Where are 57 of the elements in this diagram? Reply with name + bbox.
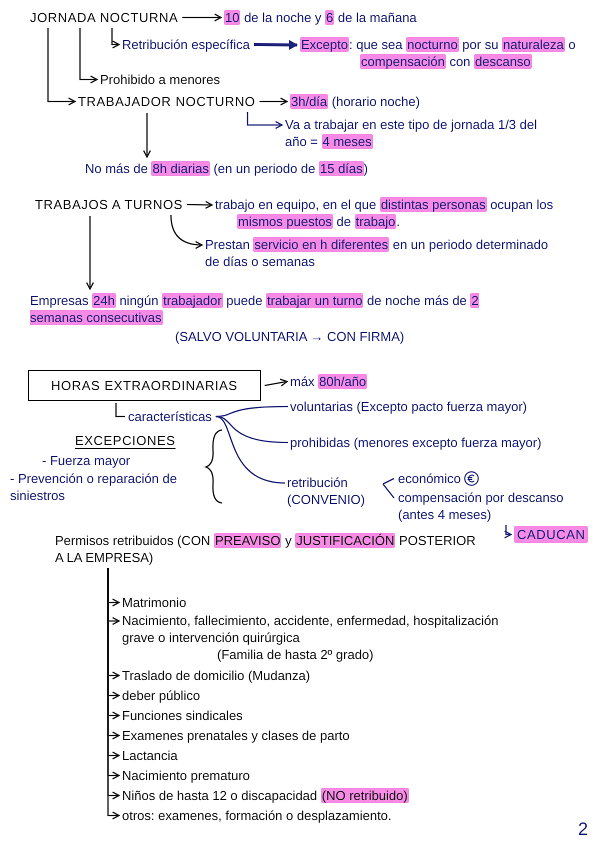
list-item-text: Matrimonio — [122, 594, 186, 611]
note-text: trabajo en equipo, en el que distintas personas ocupan los mismos puestos de trabajo. — [215, 196, 582, 230]
heading: TRABAJADOR NOCTURNO — [78, 93, 256, 110]
arrow — [79, 28, 98, 84]
heading-text: Permisos retribuidos (CON PREAVISO y JUSTIFICACIÓN POSTERIOR A LA EMPRESA) — [55, 532, 485, 566]
framed-heading: HORAS EXTRAORDINARIAS — [28, 370, 261, 401]
list-item-text: Funciones sindicales — [122, 707, 243, 724]
arrow — [186, 200, 213, 209]
list-item-text: Nacimiento, fallecimiento, accidente, enfermedad, hospitalización grave o intervención quirúrgica — [122, 612, 500, 646]
arrow — [170, 214, 203, 249]
list-item-text: deber público — [122, 687, 200, 704]
note-text: prohibidas (menores excepto fuerza mayor) — [290, 434, 542, 451]
note-text: voluntarias (Excepto pacto fuerza mayor) — [290, 398, 542, 415]
connector-line — [216, 406, 288, 418]
note-text: Empresas 24h ningún trabajador puede trabajar un turno de noche más de 2 semanas consecutivas — [30, 292, 480, 326]
section-heading: EXCEPCIONES — [75, 432, 176, 449]
arrow — [254, 40, 298, 50]
list-item-text: Niños de hasta 12 o discapacidad (NO retribuido) — [122, 787, 409, 804]
connector-line — [115, 403, 125, 418]
arrow — [111, 28, 120, 49]
list-item-text: Lactancia — [122, 747, 178, 764]
note-text: CADUCAN — [514, 526, 588, 543]
note-text: Prohibido a menores — [100, 71, 220, 88]
list-item-text: (Familia de hasta 2º grado) — [217, 646, 374, 663]
note-text: características — [128, 408, 212, 425]
note-text: económico — [398, 470, 461, 487]
connector-line — [216, 416, 288, 444]
heading: TRABAJOS A TURNOS — [35, 196, 183, 213]
note-text: compensación por descanso (antes 4 meses) — [398, 489, 588, 523]
note-text: Va a trabajar en este tipo de jornada 1/3 del año = 4 meses — [285, 116, 550, 150]
list-item-text: Traslado de domicilio (Mudanza) — [122, 667, 310, 684]
list-item-text: otros: examenes, formación o desplazamiento. — [122, 807, 392, 824]
note-text: retribución (CONVENIO) — [287, 474, 379, 508]
note-text: Excepto: que sea nocturno por su naturaleza o compensación con descanso — [300, 36, 599, 70]
arrow — [246, 112, 283, 130]
arrow — [182, 13, 222, 22]
note-text: 3h/día (horario noche) — [290, 93, 420, 110]
list-item-text: - Prevención o reparación de siniestros — [10, 470, 178, 504]
list-item-text: Nacimiento prematuro — [122, 767, 250, 784]
arrow — [142, 113, 152, 158]
arrow — [264, 378, 288, 387]
arrow — [260, 97, 288, 106]
note-text: 10 de la noche y 6 de la mañana — [224, 9, 417, 26]
page-number: 2 — [578, 818, 588, 840]
note-text: (SALVO VOLUNTARIA → CON FIRMA) — [175, 328, 406, 345]
note-text: No más de 8h diarias (en un periodo de 15 días) — [85, 160, 368, 177]
arrow — [504, 525, 512, 539]
list-item-text: Examenes prenatales y clases de parto — [122, 727, 350, 744]
connector-line — [382, 484, 395, 498]
connector-line — [382, 478, 394, 485]
heading: JORNADA NOCTURNA — [30, 9, 178, 26]
note-text: Prestan servicio en h diferentes en un periodo determinado de días o semanas — [205, 236, 550, 270]
arrow — [47, 28, 76, 106]
list-item-text: - Fuerza mayor — [42, 452, 130, 469]
connector-line — [216, 416, 286, 484]
note-text: Retribución específica — [122, 36, 250, 53]
arrow — [86, 216, 94, 290]
